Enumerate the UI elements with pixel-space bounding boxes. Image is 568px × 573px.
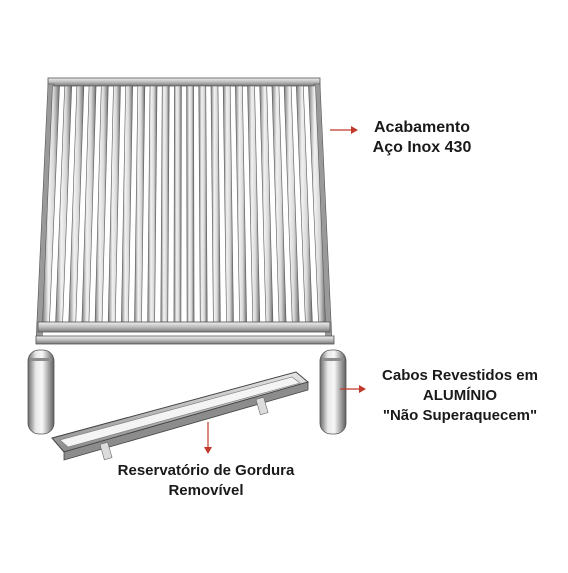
grease-tray bbox=[51, 371, 310, 461]
arrow-finish bbox=[330, 126, 358, 134]
grate-rod bbox=[271, 85, 287, 323]
bottom-cross-bar bbox=[37, 321, 331, 333]
handle-support-bar bbox=[35, 335, 335, 345]
grate-rod bbox=[81, 85, 97, 323]
grill-grate bbox=[35, 77, 335, 345]
top-frame-bar bbox=[47, 77, 321, 87]
grate-rod bbox=[259, 85, 274, 323]
finish-label: Acabamento Aço Inox 430 bbox=[360, 118, 484, 158]
finish-label-line2: Aço Inox 430 bbox=[372, 139, 472, 156]
grate-rods bbox=[42, 85, 326, 323]
grate-rod bbox=[283, 85, 300, 323]
grate-rod bbox=[173, 85, 182, 323]
grate-rod bbox=[160, 85, 170, 323]
reservoir-label-line1: Reservatório de Gordura bbox=[117, 462, 295, 479]
handles-label-line3: "Não Superaquecem" bbox=[382, 407, 538, 424]
grate-rod bbox=[147, 85, 158, 323]
arrow-handles bbox=[340, 385, 366, 393]
grate-rod bbox=[134, 85, 146, 323]
grate-rod bbox=[68, 85, 85, 323]
grate-rod bbox=[235, 85, 247, 323]
grate-rod bbox=[222, 85, 234, 323]
left-handle bbox=[27, 349, 55, 435]
handles-label-line2: ALUMÍNIO bbox=[422, 387, 498, 404]
reservoir-label-line2: Removível bbox=[168, 482, 244, 499]
handles-label-line1: Cabos Revestidos em bbox=[382, 367, 538, 384]
grate-rod bbox=[247, 85, 261, 323]
right-handle bbox=[319, 349, 347, 435]
reservoir-label: Reservatório de Gordura Removível bbox=[108, 461, 304, 501]
grate-rod bbox=[107, 85, 121, 323]
grate-rod bbox=[94, 85, 109, 323]
finish-label-line1: Acabamento bbox=[373, 119, 471, 136]
grate-rod bbox=[186, 85, 195, 323]
grate-rod bbox=[121, 85, 133, 323]
arrow-reservoir bbox=[204, 422, 212, 454]
grate-rod bbox=[210, 85, 221, 323]
grate-rod bbox=[198, 85, 208, 323]
handles-label: Cabos Revestidos em ALUMÍNIO "Não Supera… bbox=[360, 366, 560, 426]
